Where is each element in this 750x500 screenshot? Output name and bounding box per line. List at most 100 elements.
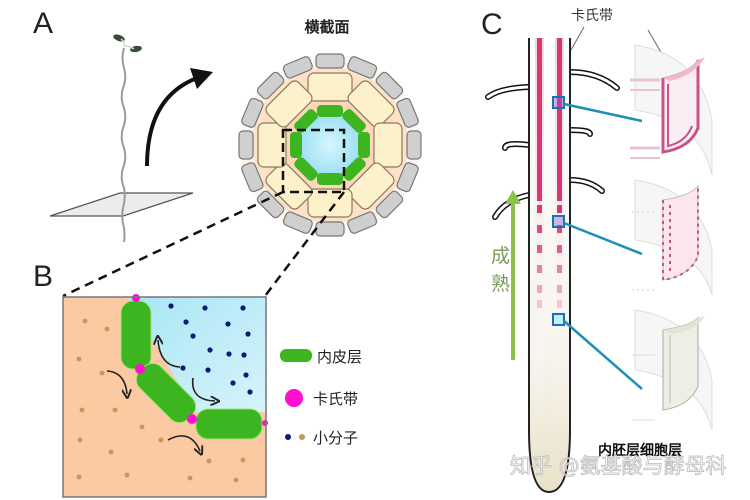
epidermis-cell	[315, 53, 345, 69]
connector-line-1	[563, 102, 643, 123]
growth-plate	[49, 192, 194, 217]
epidermis-cell	[238, 130, 254, 160]
molecule-dot-stele	[205, 367, 211, 373]
legend-label-casparian-strip: 卡氏带	[313, 390, 358, 408]
casparian-strip-patch	[557, 205, 562, 213]
small-molecule-dots	[76, 303, 253, 483]
epidermis-cell	[375, 190, 404, 219]
cortex-cell	[347, 80, 395, 128]
cross-section-title: 横截面	[304, 18, 349, 36]
epidermis-cell	[241, 97, 264, 128]
connector-line-2	[563, 221, 643, 256]
casparian-strip-patch	[557, 225, 562, 233]
casparian-strip-patch	[557, 245, 562, 253]
casparian-strip-patch	[537, 245, 542, 253]
blocked-arrow-1	[158, 340, 181, 368]
legend-label-endodermis: 内皮层	[317, 348, 362, 366]
casparian-strip-4	[262, 420, 268, 426]
region-box-young	[552, 313, 565, 326]
molecule-dot-cortex	[104, 326, 110, 332]
endodermis-cell	[342, 109, 366, 133]
molecule-dot-cortex	[158, 437, 164, 443]
blocked-arrow-2	[191, 377, 215, 401]
panel-c-letter: C	[481, 8, 503, 41]
casparian-strip-patch	[537, 285, 542, 293]
epidermis-cell	[315, 221, 345, 237]
epidermis-cell	[396, 97, 419, 128]
epidermis-cell	[256, 190, 285, 219]
molecule-dot-cortex	[79, 407, 85, 413]
panel-a: A 横截面	[33, 7, 422, 298]
endodermis-cells	[290, 105, 370, 185]
molecule-dot-cortex	[82, 318, 88, 324]
cortex-cell	[347, 162, 395, 210]
molecule-dot-stele	[190, 333, 196, 339]
molecule-dot-cortex	[99, 370, 105, 376]
panel-a-letter: A	[33, 7, 53, 40]
casparian-strip-continuous-right	[557, 38, 562, 201]
endodermis-cell-mature	[630, 44, 713, 176]
casparian-strip-2	[135, 364, 145, 374]
maturation-arrow-head	[505, 190, 521, 204]
epidermis-cell	[406, 130, 422, 160]
projection-line-right	[264, 191, 345, 297]
molecule-dot-cortex	[187, 475, 193, 481]
closeup-border	[62, 296, 267, 498]
endodermis-band-right	[555, 38, 564, 438]
zoom-arrow	[145, 75, 201, 167]
epidermis-cell	[282, 211, 313, 234]
cortex-cell	[307, 188, 353, 218]
cortex-cell	[373, 122, 403, 168]
root-cross-section	[238, 53, 422, 237]
molecule-dot-cortex	[108, 449, 114, 455]
casparian-strip-patch	[557, 300, 562, 308]
casparian-strip-patchy	[537, 205, 562, 308]
molecule-dot-cortex	[240, 457, 246, 463]
epidermis-cell	[347, 211, 378, 234]
seedling-icon	[49, 34, 194, 243]
molecule-dot-stele	[183, 319, 189, 325]
cortex-cell	[257, 122, 287, 168]
casparian-strip-patch	[537, 205, 542, 213]
endodermis-cell-developing	[632, 179, 713, 296]
casparian-strip-patch	[557, 285, 562, 293]
cotyledon-right	[130, 45, 142, 53]
molecule-dot-stele	[247, 389, 253, 395]
legend-label-small-molecules: 小分子	[313, 429, 358, 447]
endodermis-band-left	[535, 38, 544, 438]
molecule-dot-cortex	[112, 407, 118, 413]
blocked-arrow-3	[106, 370, 127, 394]
molecule-dot-stele	[230, 380, 236, 386]
molecule-dot-stele	[202, 305, 208, 311]
legend-item-small-molecules: 小分子	[285, 429, 358, 447]
legend-swatch-endodermis	[280, 349, 312, 362]
connector-line-3	[563, 320, 643, 390]
region-box-mature	[552, 96, 565, 109]
cortex-cell	[307, 72, 353, 102]
cortex-cells	[257, 72, 403, 218]
epidermis-cell	[256, 71, 285, 100]
maturation-label-2: 熟	[491, 273, 510, 295]
casparian-strip-3	[187, 414, 197, 424]
molecule-dot-stele	[207, 347, 213, 353]
molecule-dot-stele	[180, 365, 186, 371]
casparian-strip-patch	[537, 300, 542, 308]
maturation-label-1: 成	[491, 245, 510, 267]
zoom-region-box	[281, 128, 346, 194]
legend-swatch-casparian-strip	[285, 389, 303, 407]
casparian-strip-patch	[537, 265, 542, 273]
legend-swatch-molecule-tan	[299, 434, 305, 440]
molecule-dot-stele	[245, 331, 251, 337]
molecule-dot-stele	[168, 303, 174, 309]
panel-b: B 内皮层 卡氏带	[33, 260, 362, 498]
endodermis-cell	[317, 173, 343, 185]
region-box-developing	[552, 215, 565, 228]
molecule-dot-cortex	[77, 437, 83, 443]
panel-b-letter: B	[33, 260, 53, 293]
legend: 内皮层 卡氏带 小分子	[280, 348, 362, 447]
cortex-cell	[265, 162, 313, 210]
endodermis-cell	[342, 157, 366, 181]
endodermis-cell-3	[195, 408, 263, 440]
molecule-dot-stele	[243, 372, 249, 378]
